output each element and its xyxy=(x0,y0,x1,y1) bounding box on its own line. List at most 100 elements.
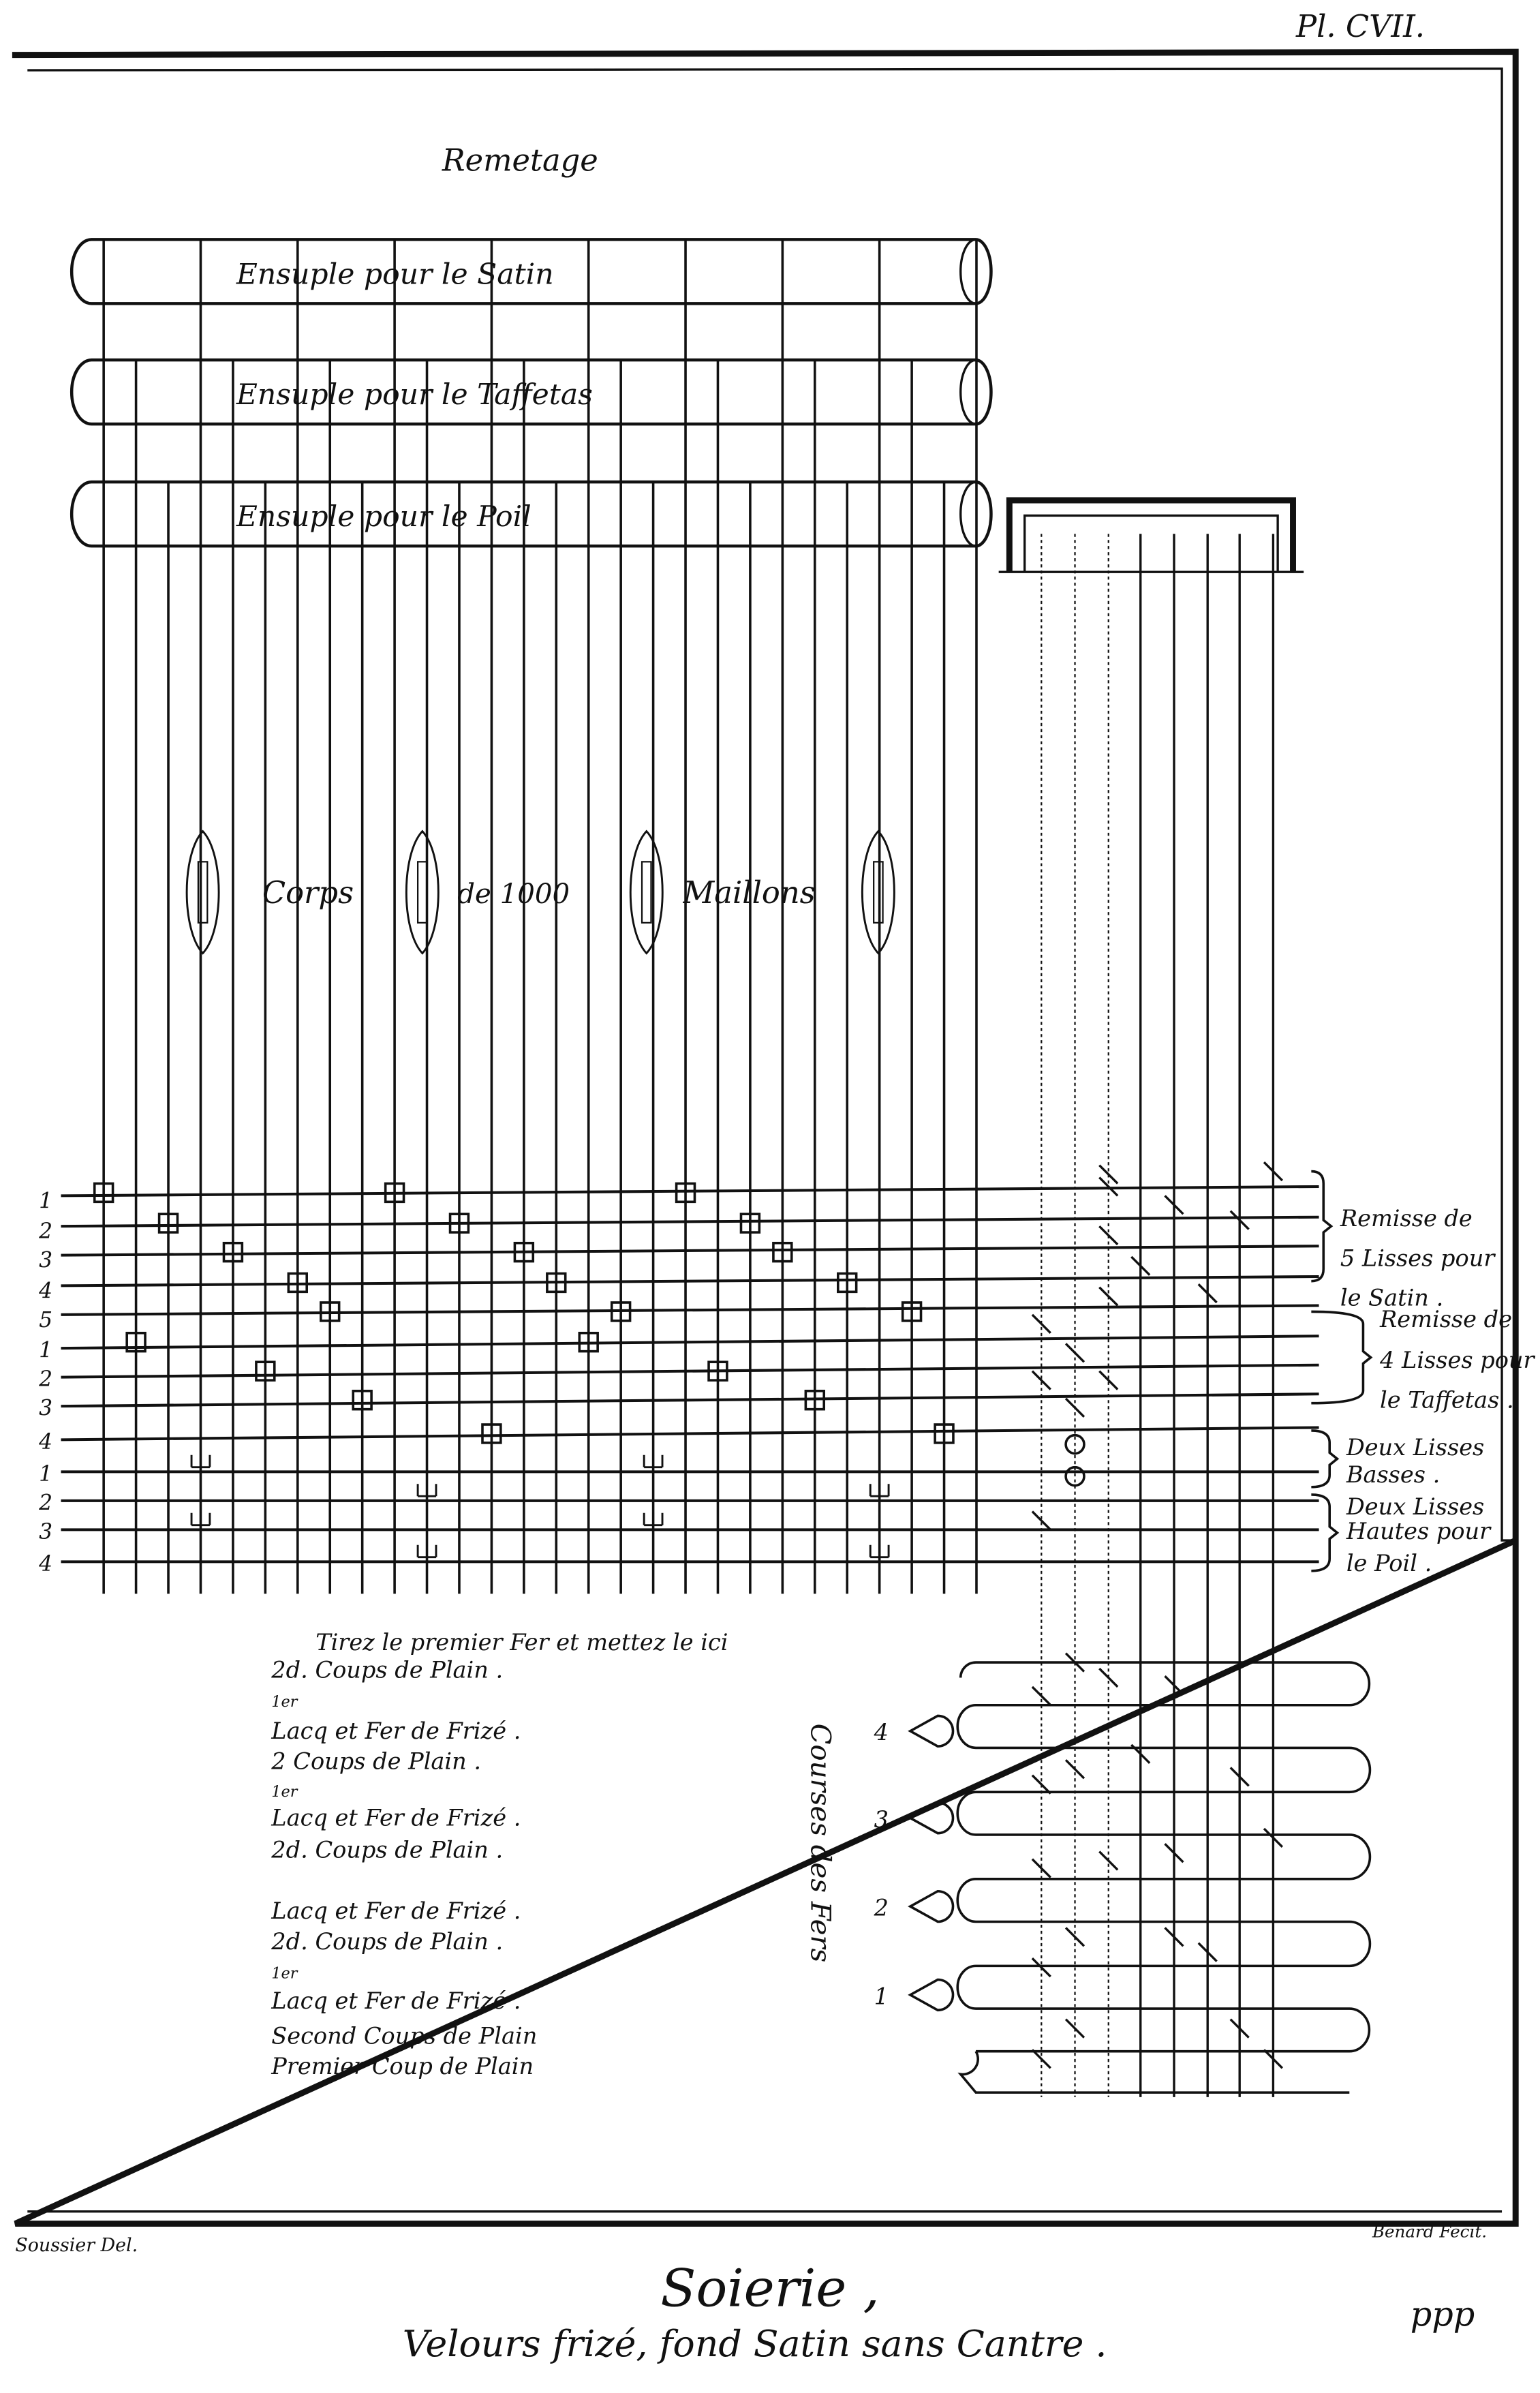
heddle-line xyxy=(61,1185,1319,1198)
mail-eye xyxy=(185,829,220,955)
instruction-line: 1er xyxy=(271,1783,298,1801)
threading-square xyxy=(222,1241,244,1263)
brace xyxy=(1311,1493,1340,1572)
row-number: 5 xyxy=(39,1308,52,1332)
plate-subtitle: Velours frizé, fond Satin sans Cantre . xyxy=(403,2322,1107,2365)
crossing-mark xyxy=(1164,1843,1184,1863)
fer-rod-icon xyxy=(908,1889,955,1923)
frame-bar xyxy=(1006,497,1296,573)
threading-square xyxy=(837,1272,858,1294)
threading-square xyxy=(384,1182,405,1204)
threading-square xyxy=(287,1272,308,1294)
fer-number: 1 xyxy=(874,1983,889,2009)
instruction-line: Lacq et Fer de Frizé . xyxy=(271,1718,521,1744)
crossing-mark xyxy=(1164,1675,1184,1696)
fer-rod-icon xyxy=(908,1801,955,1835)
crossing-mark xyxy=(1229,2018,1250,2039)
plate-border xyxy=(12,48,1519,2227)
plate-signature: ppp xyxy=(1411,2294,1475,2334)
mail-slot xyxy=(197,861,209,924)
pile-heddle-mark xyxy=(869,1484,890,1497)
crossing-mark xyxy=(1098,1176,1119,1197)
instruction-line: 2 Coups de Plain . xyxy=(271,1748,481,1775)
crossing-mark xyxy=(1031,1370,1051,1390)
frame-inner xyxy=(998,514,1304,573)
beam-label: Ensuple pour le Poil xyxy=(236,500,532,534)
instruction-line: 2d. Coups de Plain . xyxy=(271,1837,503,1863)
instruction-line: 1er xyxy=(271,1693,298,1711)
pile-frame xyxy=(998,497,1304,2097)
brace xyxy=(1311,1170,1334,1283)
crossing-mark xyxy=(1130,1743,1151,1764)
harness-corps: Corps de 1000 Maillons xyxy=(185,829,895,955)
pile-heddle-mark xyxy=(869,1544,890,1559)
mail-eye xyxy=(861,829,895,955)
fer-number: 2 xyxy=(874,1895,889,1921)
heddle-line xyxy=(61,1275,1319,1287)
row-number: 4 xyxy=(38,1552,52,1576)
mail-eye xyxy=(405,829,440,955)
plate-number: Pl. CVII. xyxy=(1295,8,1425,44)
threading-square xyxy=(255,1360,276,1382)
brace-label: 5 Lisses pour xyxy=(1340,1245,1496,1271)
instruction-line: Lacq et Fer de Frizé . xyxy=(271,1897,521,1924)
crossing-mark xyxy=(1098,1164,1119,1185)
corps-label-3: Maillons xyxy=(682,874,815,911)
mail-ornament xyxy=(405,829,440,955)
pile-heddle-mark xyxy=(190,1512,211,1527)
heddle-line xyxy=(61,1392,1319,1408)
crossing-mark xyxy=(1064,2018,1085,2039)
crossing-mark xyxy=(1164,1927,1184,1947)
mail-slot xyxy=(416,861,428,924)
warp-beam: Ensuple pour le Poil xyxy=(70,480,993,548)
plate-title: Soierie , xyxy=(660,2257,879,2318)
beam-body xyxy=(70,480,993,548)
warp-threads xyxy=(102,239,978,1594)
row-number: 1 xyxy=(39,1462,52,1487)
row-number: 3 xyxy=(39,1397,52,1421)
mail-eye xyxy=(629,829,664,955)
weaving-instructions: Tirez le premier Fer et mettez le ici 2d.… xyxy=(271,1629,728,2079)
heddle-line xyxy=(61,1304,1319,1316)
crossing-mark xyxy=(1164,1195,1184,1215)
mail-slot xyxy=(641,861,652,924)
crossing-mark xyxy=(1263,1827,1284,1848)
instruction-line: Second Coups de Plain xyxy=(271,2023,537,2049)
crossing-mark xyxy=(1263,1161,1284,1182)
beam-label: Ensuple pour le Taffetas xyxy=(236,378,593,412)
crossing-mark xyxy=(1064,1397,1085,1418)
brace-label: Remisse de xyxy=(1379,1306,1512,1332)
draughtsman-credit: Soussier Del. xyxy=(15,2235,138,2256)
row-number: 4 xyxy=(38,1430,52,1454)
mail-ornament xyxy=(185,829,220,955)
heddle-line xyxy=(61,1215,1319,1228)
instruction-line: Lacq et Fer de Frizé . xyxy=(271,1987,521,2014)
crossing-mark xyxy=(1098,1370,1119,1390)
pile-ring xyxy=(1064,1465,1085,1487)
brace-label: le Satin . xyxy=(1340,1284,1443,1311)
pile-heddle-mark xyxy=(416,1484,437,1497)
threading-marks xyxy=(93,1182,955,1559)
instruction-line: Tirez le premier Fer et mettez le ici xyxy=(315,1629,728,1656)
crossing-mark xyxy=(1098,1286,1119,1307)
courses-des-fers-label: Courses des Fers xyxy=(804,1724,835,1963)
fer-rod-icon xyxy=(908,1978,955,2012)
threading-square xyxy=(934,1423,955,1444)
heddle-line xyxy=(61,1426,1319,1442)
fer-number: 3 xyxy=(874,1806,889,1833)
threading-square xyxy=(157,1213,179,1234)
rod-path xyxy=(956,1661,1372,2094)
row-number: 4 xyxy=(38,1279,52,1303)
pile-ring xyxy=(1064,1433,1085,1455)
brace-label: Deux Lisses xyxy=(1346,1434,1484,1461)
threading-square xyxy=(804,1390,826,1411)
brace xyxy=(1311,1310,1373,1405)
instruction-line: 2d. Coups de Plain . xyxy=(271,1928,503,1955)
threading-square xyxy=(320,1301,341,1322)
crossing-mark xyxy=(1098,1667,1119,1688)
crossing-mark xyxy=(1064,1759,1085,1780)
row-number: 2 xyxy=(38,1367,52,1392)
instruction-line: Lacq et Fer de Frizé . xyxy=(271,1805,521,1831)
